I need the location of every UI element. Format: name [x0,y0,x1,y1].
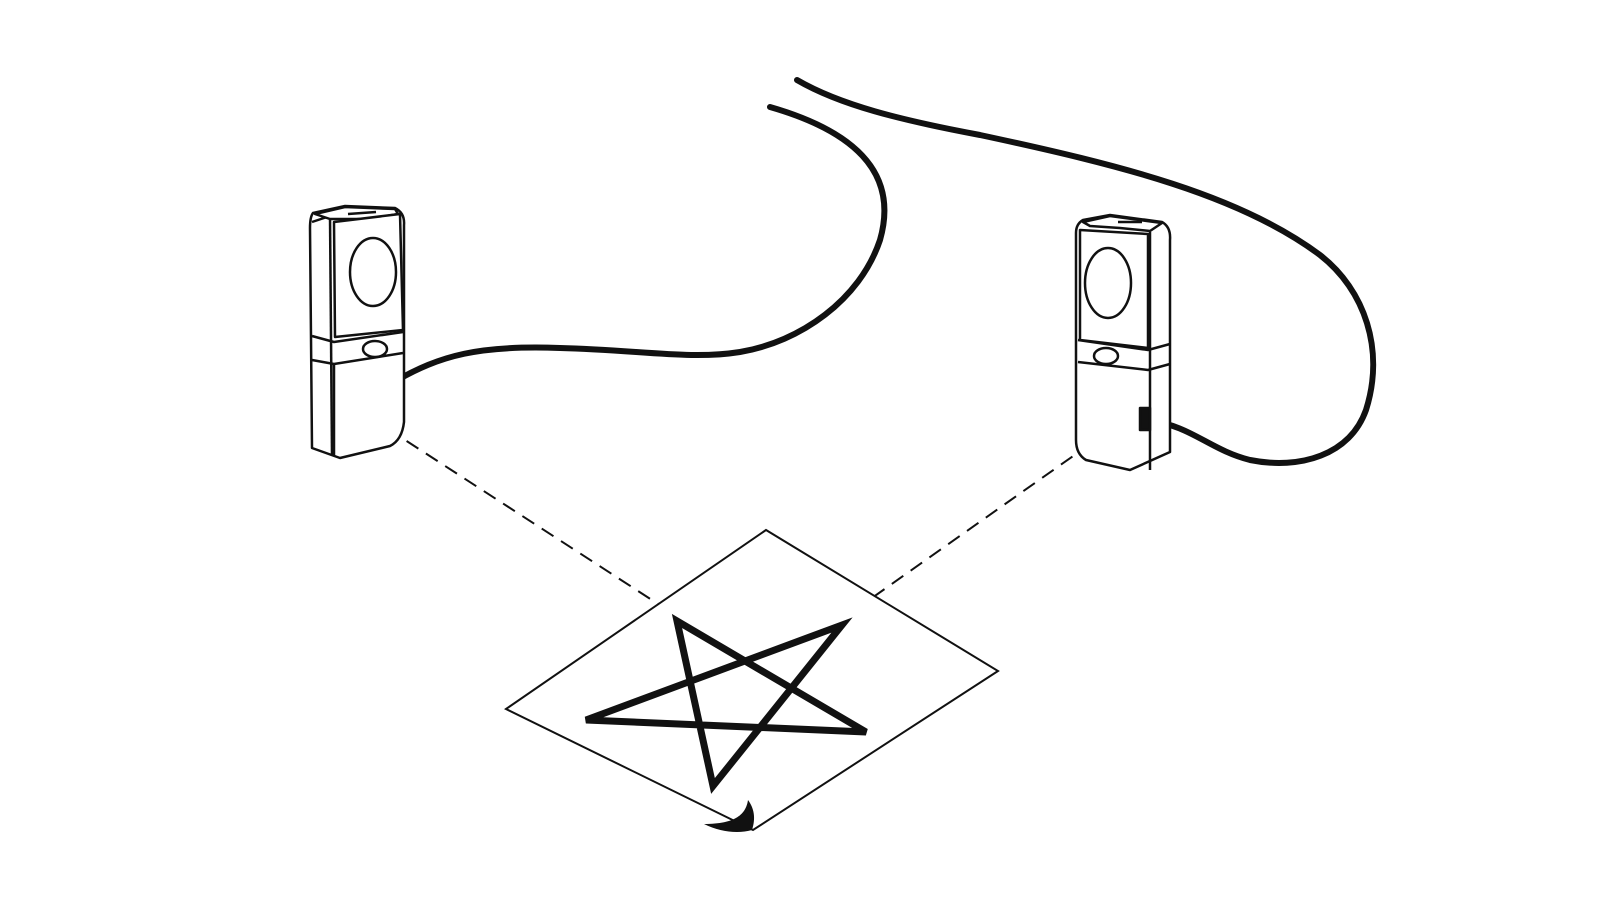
right-cable [794,77,1377,466]
right-beam [861,429,1111,606]
paper-sheet [504,528,1000,832]
pentagram [584,613,868,794]
left-speaker [308,204,406,460]
left-beam [367,415,673,614]
left-cable [391,104,888,385]
right-speaker [1074,213,1172,472]
